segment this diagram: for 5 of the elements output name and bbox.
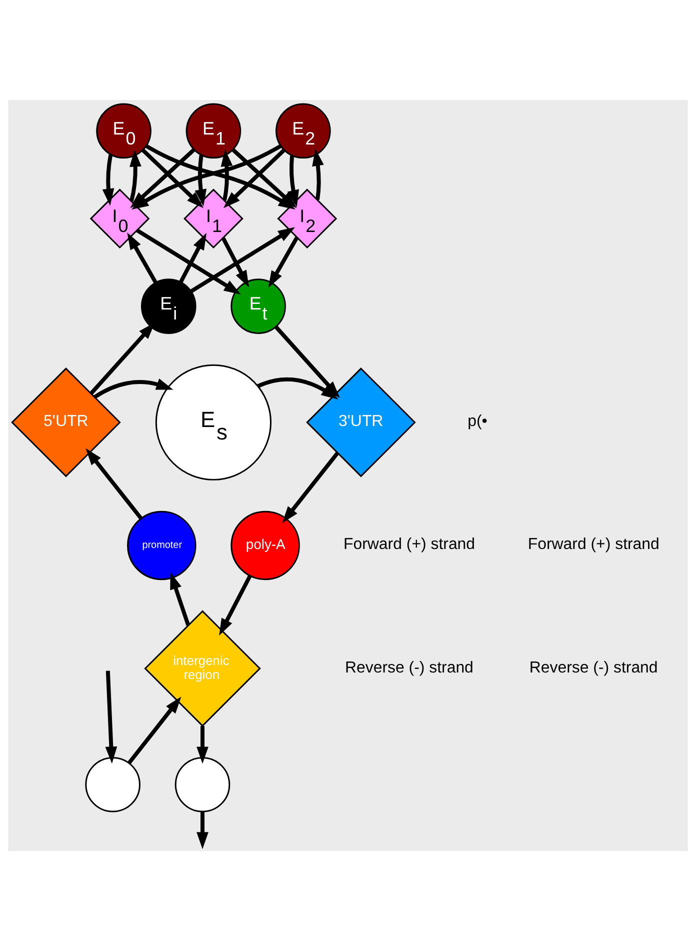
label: Reverse (-) strand — [529, 659, 658, 676]
label: p(• — [468, 413, 488, 430]
label: Forward (+) strand — [344, 536, 476, 554]
label: Forward (+) strand — [528, 536, 660, 554]
label: Reverse (-) strand — [345, 659, 474, 676]
